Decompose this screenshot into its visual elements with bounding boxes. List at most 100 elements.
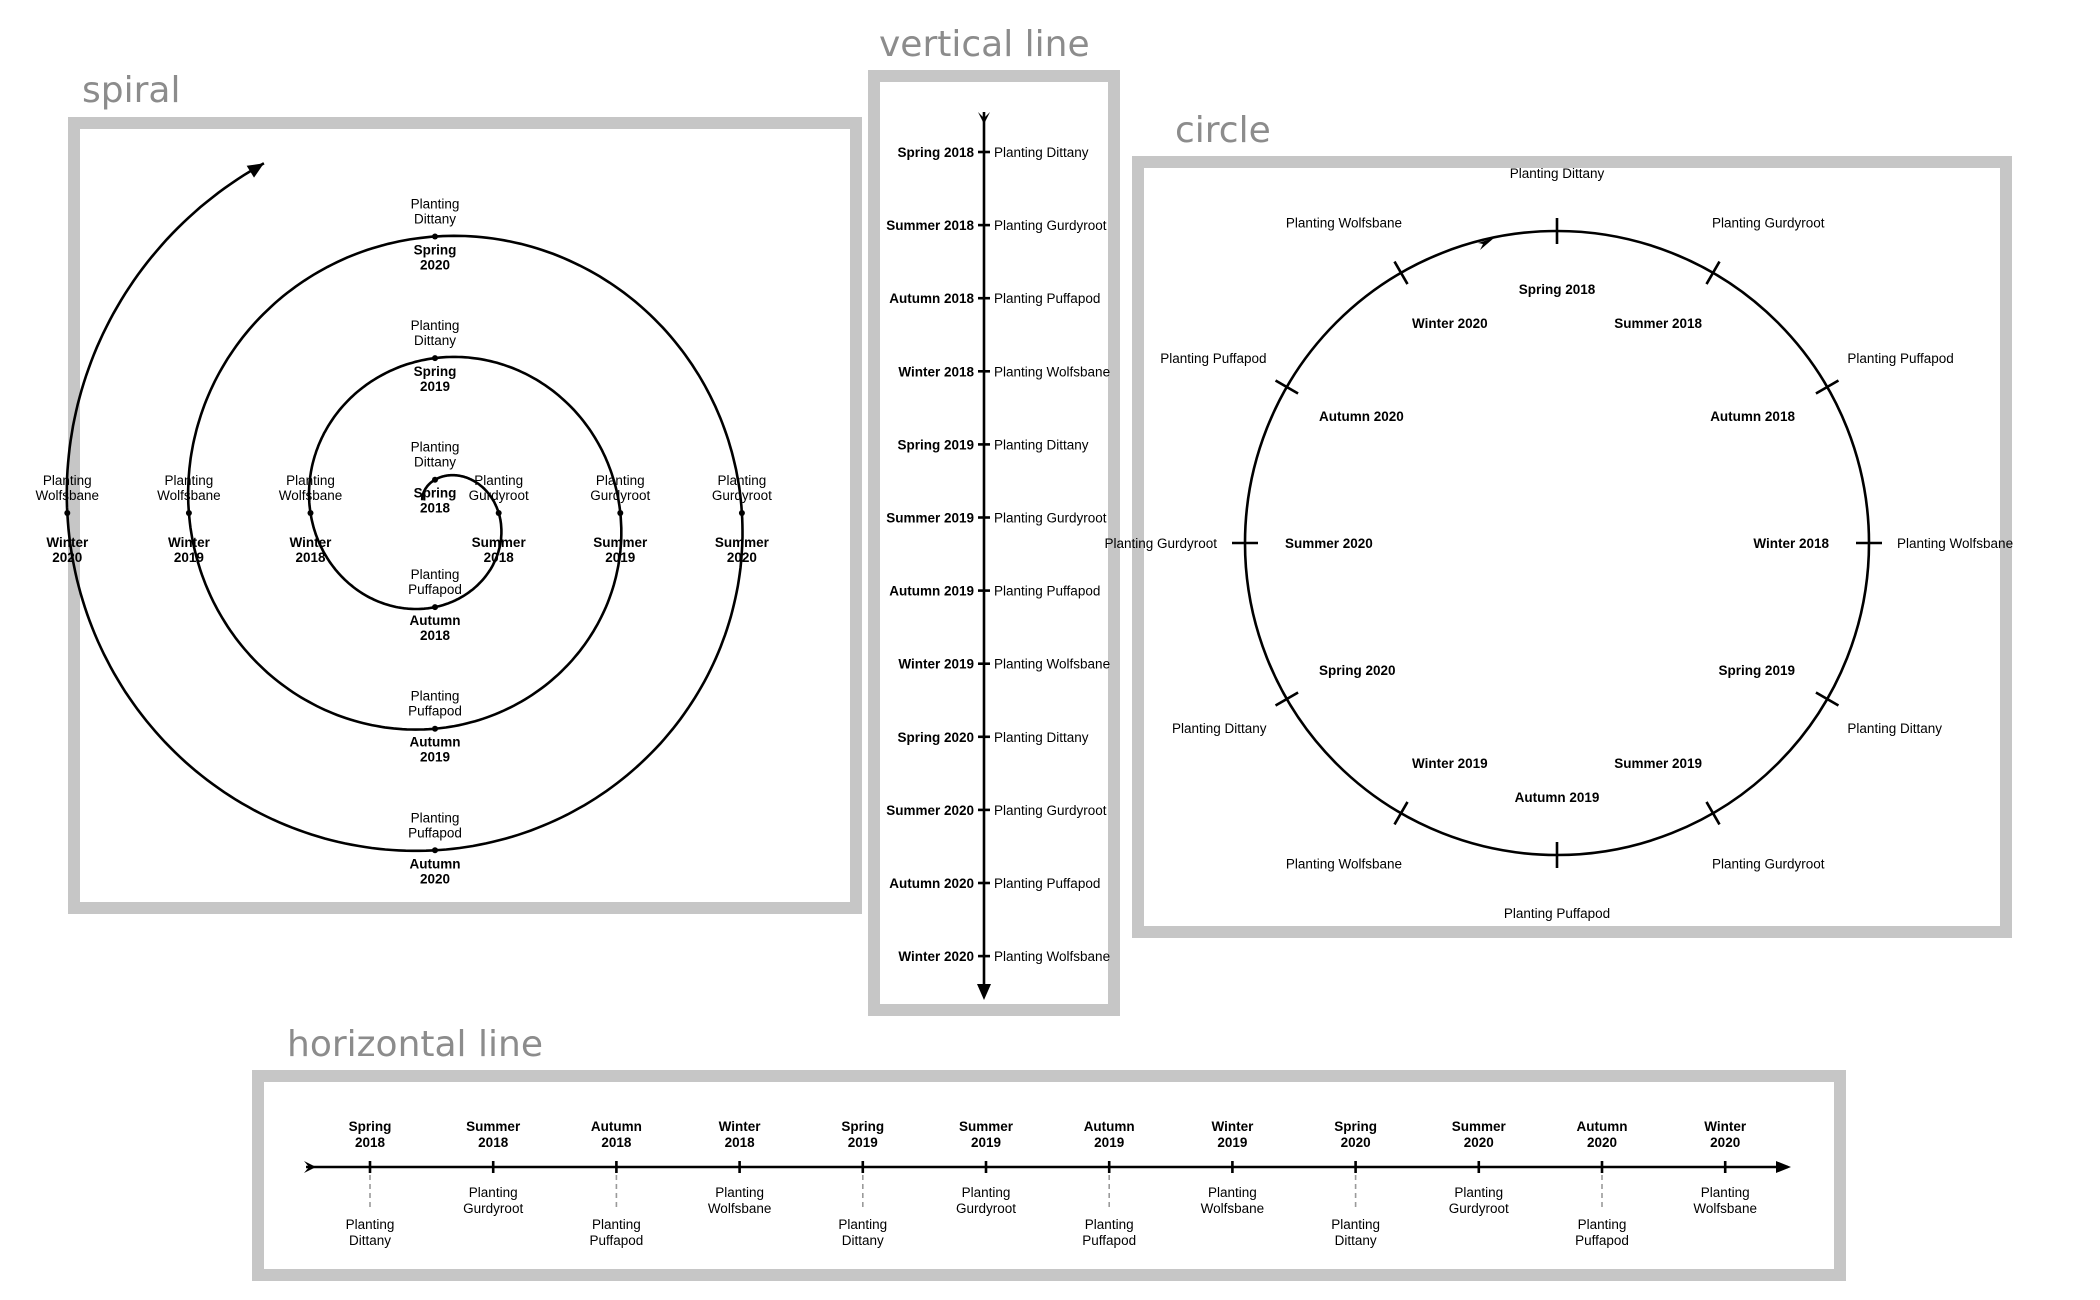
spiral-panel: spiral PlantingDittanySpring2018Planting… [36, 70, 862, 914]
horizontal-event-line2: Dittany [1335, 1233, 1377, 1248]
horizontal-line-panel: horizontal line Spring2018PlantingDittan… [252, 1024, 1846, 1281]
circle-tick [1274, 379, 1299, 395]
spiral-event-line2: Puffapod [408, 825, 462, 840]
horizontal-event-line1: Planting [346, 1217, 395, 1232]
circle-season-label: Summer 2018 [1614, 316, 1702, 331]
circle-tick [1705, 260, 1721, 285]
spiral-event-line1: Planting [411, 197, 460, 212]
horizontal-year-label: 2019 [848, 1135, 878, 1150]
horizontal-year-label: 2020 [1587, 1135, 1617, 1150]
spiral-year-label: 2020 [420, 258, 450, 273]
horizontal-event-line1: Planting [592, 1217, 641, 1232]
circle-event-label: Planting Wolfsbane [1286, 216, 1402, 231]
circle-event-label: Planting Dittany [1847, 721, 1942, 736]
spiral-event-line1: Planting [411, 810, 460, 825]
circle-season-label: Summer 2019 [1614, 756, 1702, 771]
spiral-season-label: Summer [715, 535, 770, 550]
circle-tick [1815, 691, 1840, 707]
vertical-season-label: Spring 2020 [897, 730, 974, 745]
horizontal-axis-right-arrow [1776, 1161, 1791, 1173]
spiral-point [432, 847, 438, 854]
spiral-season-label: Winter [290, 535, 333, 550]
spiral-event-line2: Wolfsbane [157, 488, 221, 503]
spiral-year-label: 2018 [420, 628, 451, 643]
spiral-point [617, 510, 624, 516]
spiral-event-line1: Planting [411, 440, 460, 455]
vertical-event-label: Planting Gurdyroot [994, 803, 1107, 818]
spiral-event-line1: Planting [165, 473, 214, 488]
spiral-event-line2: Dittany [414, 333, 456, 348]
spiral-event-line2: Dittany [414, 212, 456, 227]
horizontal-year-label: 2020 [1341, 1135, 1371, 1150]
spiral-year-label: 2020 [420, 871, 450, 886]
horizontal-event-line2: Wolfsbane [1201, 1201, 1265, 1216]
spiral-season-label: Spring [414, 486, 457, 501]
vertical-axis-top-arrow [978, 112, 990, 124]
spiral-event-line1: Planting [596, 473, 645, 488]
horizontal-event-line1: Planting [1701, 1185, 1750, 1200]
horizontal-season-label: Autumn [1577, 1119, 1628, 1134]
spiral-season-label: Autumn [410, 613, 461, 628]
horizontal-event-line1: Planting [1331, 1217, 1380, 1232]
circle-tick [1815, 379, 1840, 395]
vertical-season-label: Summer 2020 [886, 803, 974, 818]
horizontal-season-label: Winter [719, 1119, 762, 1134]
spiral-point [432, 604, 438, 611]
horizontal-event-line2: Puffapod [1575, 1233, 1629, 1248]
horizontal-panel-frame [252, 1070, 1846, 1281]
spiral-season-label: Spring [414, 243, 457, 258]
horizontal-year-label: 2018 [601, 1135, 632, 1150]
circle-tick [1393, 801, 1409, 826]
horizontal-year-label: 2020 [1710, 1135, 1740, 1150]
circle-season-label: Spring 2018 [1519, 282, 1596, 297]
spiral-event-line1: Planting [286, 473, 335, 488]
horizontal-event-line2: Wolfsbane [1693, 1201, 1757, 1216]
spiral-year-label: 2019 [420, 750, 450, 765]
vertical-event-label: Planting Puffapod [994, 291, 1100, 306]
spiral-event-line2: Dittany [414, 455, 456, 470]
spiral-event-line2: Gurdyroot [590, 488, 650, 503]
circle-event-label: Planting Gurdyroot [1712, 216, 1825, 231]
circle-event-label: Planting Wolfsbane [1286, 856, 1402, 871]
spiral-event-line2: Puffapod [408, 704, 462, 719]
horizontal-event-line1: Planting [1208, 1185, 1257, 1200]
horizontal-year-label: 2020 [1464, 1135, 1494, 1150]
vertical-axis-bottom-arrow [977, 984, 991, 1000]
horizontal-year-label: 2019 [1094, 1135, 1124, 1150]
spiral-year-label: 2018 [420, 501, 451, 516]
spiral-point [432, 355, 438, 362]
vertical-event-label: Planting Puffapod [994, 584, 1100, 599]
spiral-event-line1: Planting [474, 473, 523, 488]
spiral-event-line1: Planting [43, 473, 92, 488]
spiral-year-label: 2020 [727, 550, 757, 565]
horizontal-season-label: Winter [1704, 1119, 1747, 1134]
vertical-season-label: Spring 2018 [897, 145, 974, 160]
horizontal-event-line1: Planting [1578, 1217, 1627, 1232]
spiral-event-line2: Wolfsbane [36, 488, 100, 503]
horizontal-event-line1: Planting [1085, 1217, 1134, 1232]
vertical-panel-frame [868, 70, 1120, 1016]
horizontal-season-label: Spring [841, 1119, 884, 1134]
vertical-event-label: Planting Wolfsbane [994, 364, 1110, 379]
circle-season-label: Spring 2020 [1319, 663, 1396, 678]
horizontal-event-line1: Planting [1454, 1185, 1503, 1200]
vertical-season-label: Winter 2018 [898, 364, 974, 379]
circle-event-label: Planting Puffapod [1847, 351, 1953, 366]
vertical-event-label: Planting Wolfsbane [994, 657, 1110, 672]
horizontal-axis-left-arrow [304, 1161, 316, 1173]
circle-season-label: Autumn 2018 [1710, 409, 1795, 424]
circle-season-label: Winter 2019 [1412, 756, 1488, 771]
spiral-year-label: 2018 [295, 550, 326, 565]
horizontal-year-label: 2019 [1217, 1135, 1247, 1150]
horizontal-event-line1: Planting [469, 1185, 518, 1200]
vertical-event-label: Planting Gurdyroot [994, 511, 1107, 526]
spiral-point [738, 510, 745, 516]
vertical-season-label: Autumn 2018 [889, 291, 974, 306]
spiral-point [432, 476, 438, 483]
circle-event-label: Planting Puffapod [1160, 351, 1266, 366]
spiral-season-label: Autumn [410, 735, 461, 750]
spiral-event-line2: Gurdyroot [712, 488, 772, 503]
spiral-point [495, 510, 502, 516]
